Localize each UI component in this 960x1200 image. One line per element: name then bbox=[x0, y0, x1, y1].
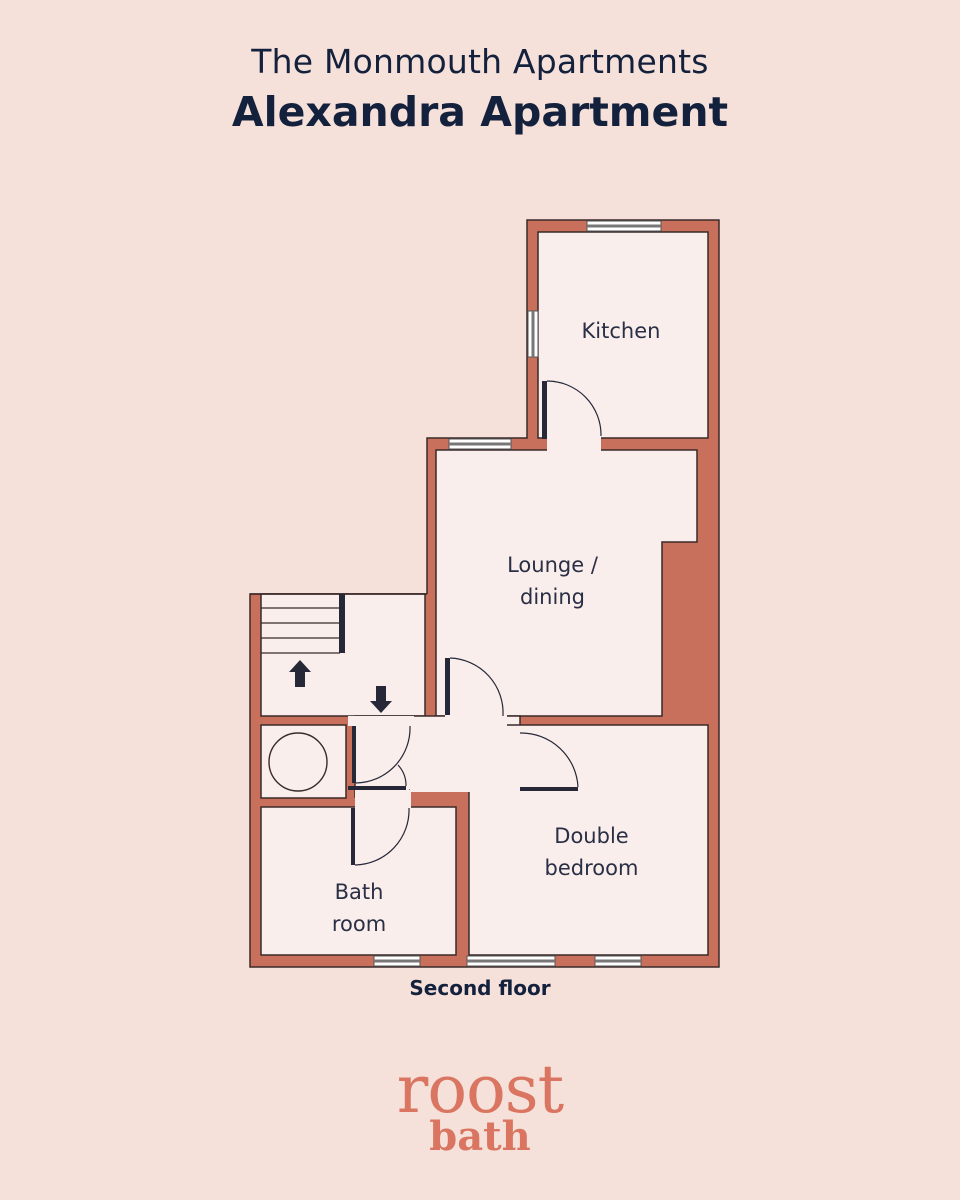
floor-label: Second floor bbox=[409, 976, 551, 1000]
window-icon bbox=[373, 220, 662, 967]
down-arrow-icon bbox=[370, 686, 392, 713]
room-label-lounge: Lounge / dining bbox=[480, 549, 625, 613]
up-arrow-icon bbox=[289, 660, 311, 687]
bathroom-label-line1: Bath bbox=[334, 880, 384, 904]
bathroom-floor bbox=[260, 806, 457, 956]
stairs-icon bbox=[261, 594, 345, 654]
kitchen-floor bbox=[537, 231, 709, 439]
cupboard-floor bbox=[260, 724, 347, 799]
building-name: The Monmouth Apartments bbox=[251, 42, 709, 81]
room-label-bathroom: Bath room bbox=[300, 876, 418, 940]
door-swing-icon bbox=[348, 380, 602, 866]
lounge-label-line2: dining bbox=[520, 585, 585, 609]
apartment-title: Alexandra Apartment bbox=[231, 88, 729, 136]
lounge-label-line1: Lounge / bbox=[507, 553, 598, 577]
bathroom-label-line2: room bbox=[331, 912, 387, 936]
brand-location: bath bbox=[429, 1113, 531, 1160]
bedroom-label-line1: Double bbox=[554, 824, 629, 848]
kitchen-label: Kitchen bbox=[581, 319, 661, 343]
boiler-circle-icon bbox=[268, 732, 328, 792]
bedroom-label-line2: bedroom bbox=[544, 856, 639, 880]
room-label-bedroom: Double bedroom bbox=[520, 820, 663, 884]
room-label-kitchen: Kitchen bbox=[560, 315, 682, 347]
brand-logo: roost bbox=[396, 1051, 564, 1128]
